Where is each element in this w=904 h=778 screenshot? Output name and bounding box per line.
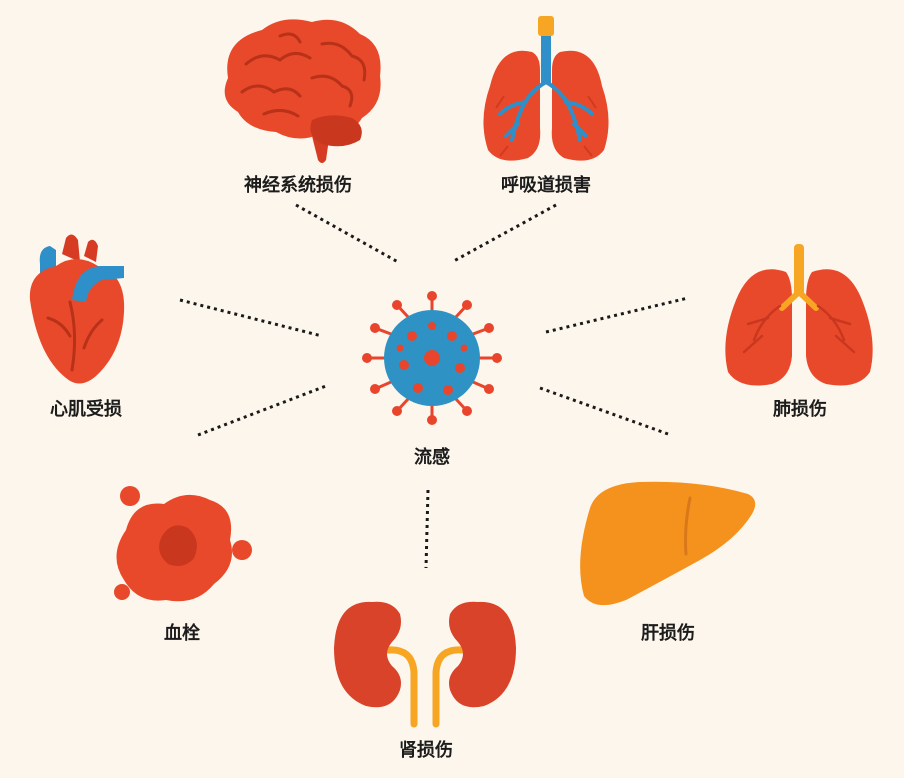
connector-lung — [545, 296, 689, 334]
label-kidney: 肾损伤 — [399, 740, 453, 761]
connector-liver — [539, 386, 669, 436]
kidneys-icon — [334, 601, 516, 728]
connector-kidney — [424, 489, 430, 569]
label-clot: 血栓 — [164, 623, 200, 644]
airway-icon — [483, 16, 609, 161]
influenza-virus-icon — [362, 291, 502, 425]
lungs-icon — [725, 244, 873, 386]
blood-clot-icon — [114, 486, 252, 602]
liver-icon — [580, 481, 756, 606]
connector-lines — [179, 203, 689, 569]
label-heart: 心肌受损 — [50, 399, 122, 420]
label-lung: 肺损伤 — [773, 399, 827, 420]
connector-heart — [179, 298, 323, 338]
label-nervous-system: 神经系统损伤 — [244, 175, 352, 196]
heart-icon — [29, 234, 125, 384]
brain-icon — [224, 19, 381, 163]
label-respiratory: 呼吸道损害 — [501, 175, 591, 196]
center-label: 流感 — [414, 447, 450, 468]
connector-nervous — [295, 203, 399, 264]
label-liver: 肝损伤 — [641, 623, 695, 644]
connector-clot — [197, 384, 327, 437]
connector-respiratory — [451, 203, 557, 264]
